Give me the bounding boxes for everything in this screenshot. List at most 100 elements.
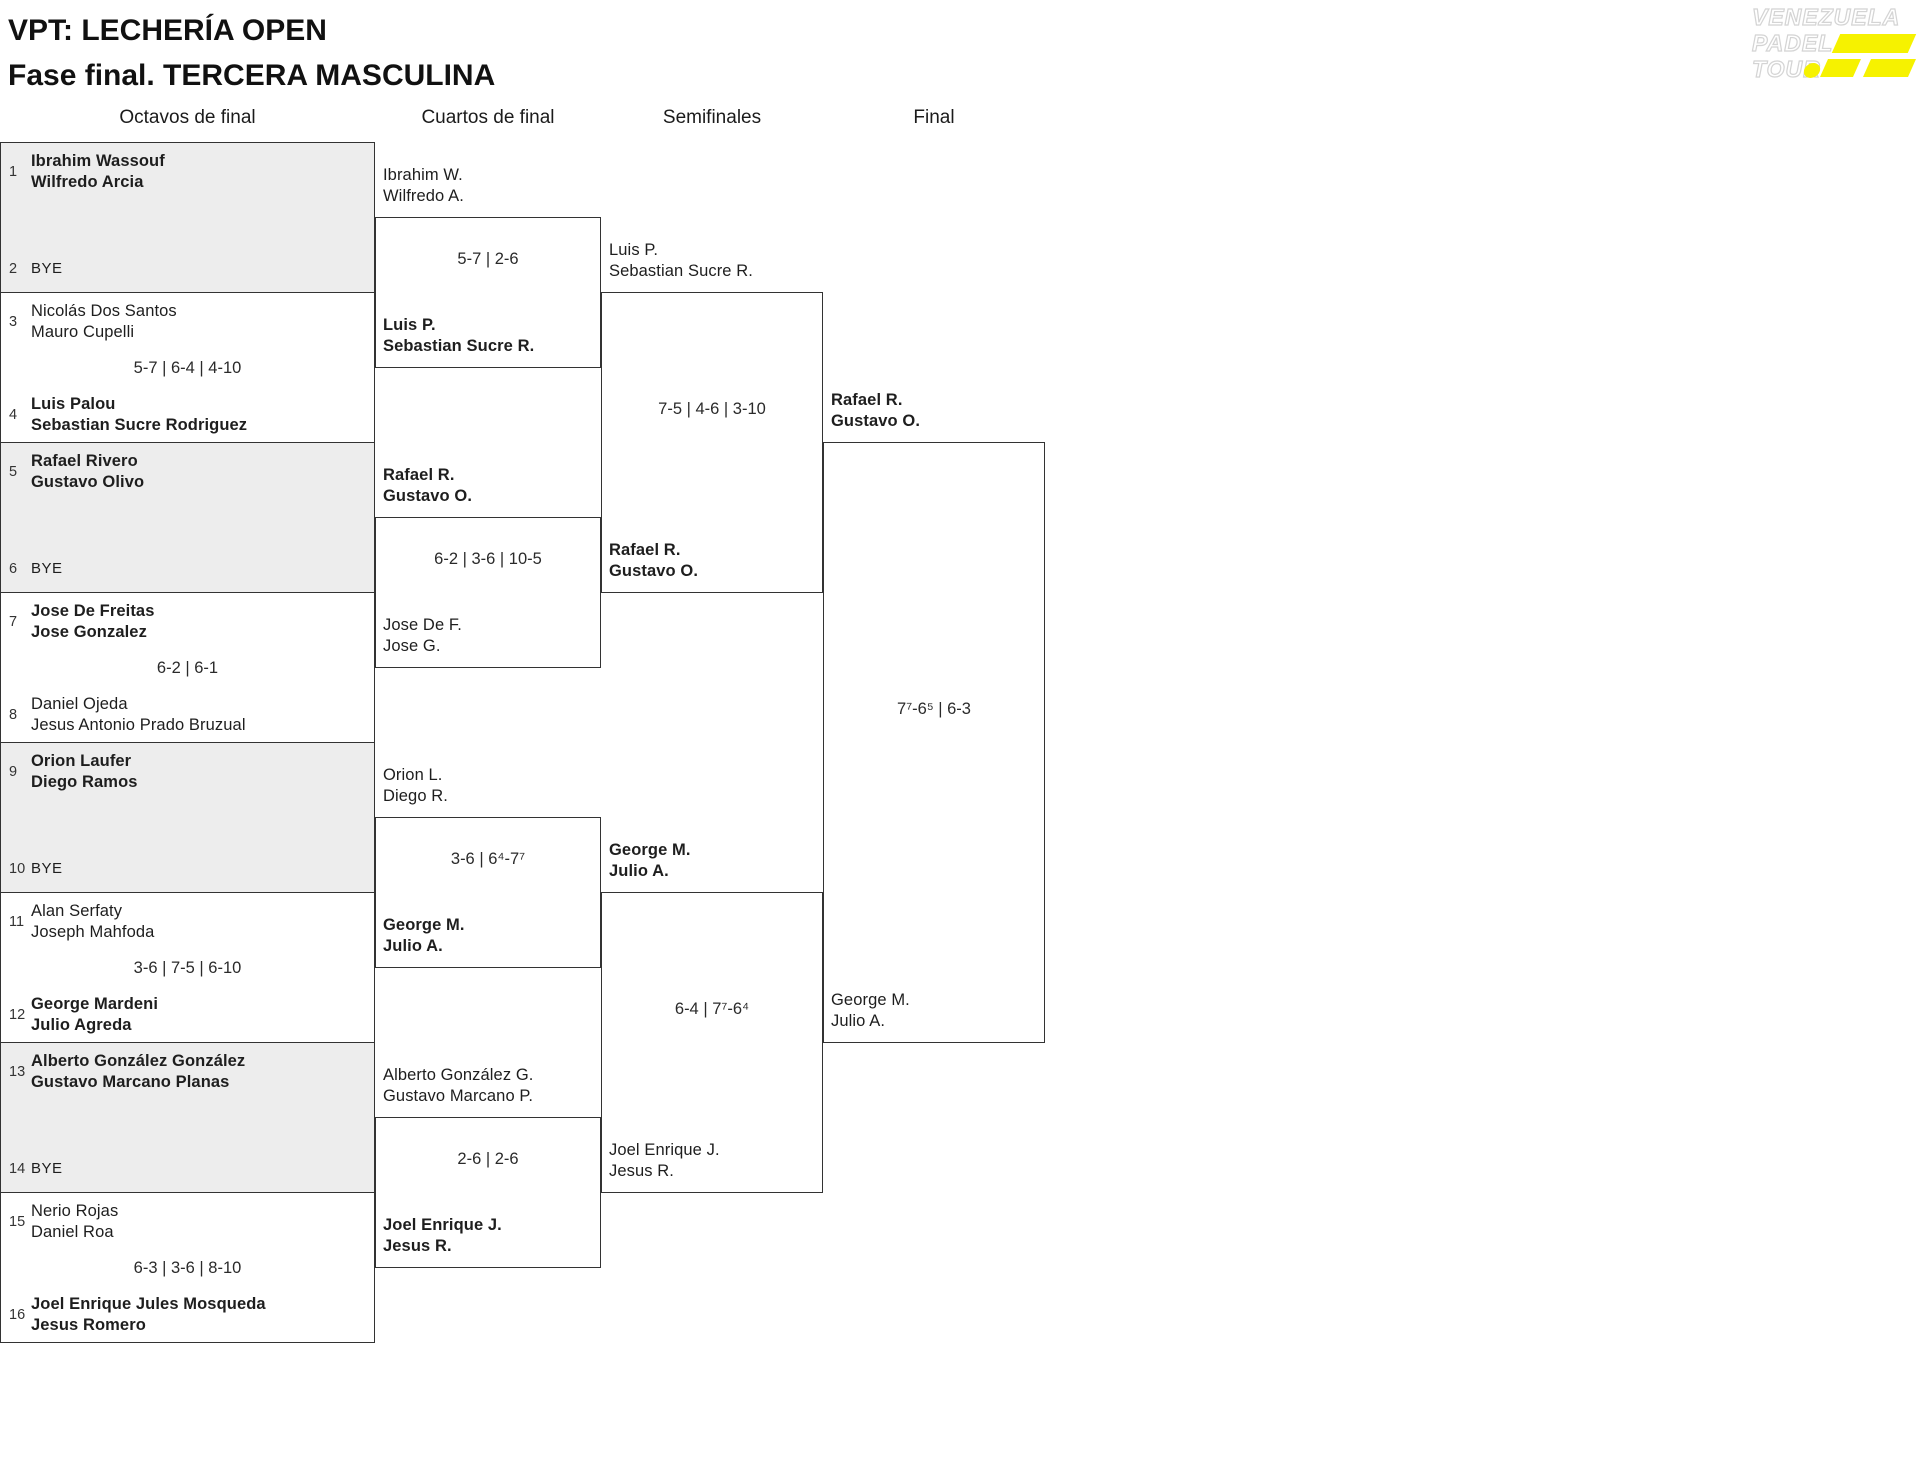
logo-bar-icon	[1862, 59, 1917, 77]
team-name: George M.Julio A.	[609, 841, 691, 880]
team-name: Rafael R.Gustavo O.	[831, 391, 921, 430]
team-name: Luis P.Sebastian Sucre R.	[609, 241, 753, 280]
team-name: George M.Julio A.	[831, 991, 910, 1030]
match-semifinal-2-box	[601, 892, 823, 1193]
seed-number: 1	[9, 164, 18, 180]
bye-label: BYE	[31, 560, 63, 577]
seed-number: 5	[9, 464, 18, 480]
seed-number: 15	[9, 1214, 26, 1230]
seed-number: 8	[9, 707, 18, 723]
match-cuartos-3-box	[375, 817, 601, 968]
match-score: 2-6 | 2-6	[457, 1150, 519, 1168]
match-score: 3-6 | 7-5 | 6-10	[133, 958, 242, 977]
seed-number: 2	[9, 260, 18, 277]
team-slot: 10 BYE	[9, 858, 368, 879]
team-name: Jose De F.Jose G.	[383, 616, 462, 655]
logo-row-3: TOUR	[1751, 55, 1920, 82]
team-name: Orion L.Diego R.	[383, 766, 448, 805]
event-subtitle: Fase final. TERCERA MASCULINA	[8, 59, 496, 92]
seed-number: 7	[9, 614, 18, 630]
team-name: Luis P.Sebastian Sucre R.	[383, 316, 535, 355]
match-cuartos-1-box	[375, 217, 601, 368]
logo-bar-icon	[1831, 34, 1917, 53]
round-header-cuartos: Cuartos de final	[421, 107, 555, 128]
match-score: 7-5 | 4-6 | 3-10	[658, 400, 766, 418]
logo-word-padel: PADEL	[1751, 29, 1834, 56]
team-name: Joel Enrique J.Jesus R.	[383, 1216, 502, 1255]
bye-label: BYE	[31, 1160, 63, 1177]
match-score: 5-7 | 2-6	[457, 250, 519, 268]
seed-number: 13	[9, 1064, 26, 1080]
match-score: 3-6 | 6⁴-7⁷	[450, 850, 526, 868]
event-title: VPT: LECHERÍA OPEN	[8, 14, 327, 47]
team-name: George M.Julio A.	[383, 916, 465, 955]
team-name: Joel Enrique J.Jesus R.	[609, 1141, 720, 1180]
match-final-box	[823, 442, 1045, 1043]
venezuela-padel-tour-logo: VENEZUELA PADEL TOUR	[1751, 3, 1920, 82]
match-score: 6-4 | 7⁷-6⁴	[674, 1000, 750, 1018]
seed-number: 12	[9, 1007, 26, 1023]
match-score: 5-7 | 6-4 | 4-10	[133, 358, 242, 377]
team-name: Ibrahim W.Wilfredo A.	[383, 166, 464, 205]
match-score: 6-2 | 3-6 | 10-5	[434, 550, 542, 568]
seed-number: 10	[9, 860, 26, 877]
team-name: Alberto González G.Gustavo Marcano P.	[383, 1066, 534, 1105]
round-header-final: Final	[913, 107, 955, 128]
logo-row-2: PADEL	[1751, 29, 1920, 56]
team-slot: 14 BYE	[9, 1158, 368, 1179]
seed-number: 6	[9, 560, 18, 577]
team-slot: 6 BYE	[9, 558, 368, 579]
logo-word-venezuela: VENEZUELA	[1751, 3, 1901, 30]
logo-row-1: VENEZUELA	[1751, 3, 1920, 30]
bye-label: BYE	[31, 860, 63, 877]
round-header-semifinales: Semifinales	[662, 107, 762, 128]
bye-label: BYE	[31, 260, 63, 277]
match-score: 7⁷-6⁵ | 6-3	[897, 700, 971, 718]
match-cuartos-4-box	[375, 1117, 601, 1268]
seed-number: 9	[9, 764, 18, 780]
seed-number: 3	[9, 314, 18, 330]
seed-number: 4	[9, 407, 18, 423]
team-slot: 2 BYE	[9, 258, 368, 279]
match-cuartos-2-box	[375, 517, 601, 668]
seed-number: 14	[9, 1160, 26, 1177]
match-semifinal-1-box	[601, 292, 823, 593]
match-score: 6-3 | 3-6 | 8-10	[133, 1258, 242, 1277]
logo-bar-icon	[1819, 59, 1862, 77]
team-name: Rafael R.Gustavo O.	[383, 466, 473, 505]
round-header-octavos: Octavos de final	[119, 107, 256, 128]
match-score: 6-2 | 6-1	[156, 658, 219, 677]
team-name: Rafael R.Gustavo O.	[609, 541, 699, 580]
seed-number: 16	[9, 1307, 26, 1323]
